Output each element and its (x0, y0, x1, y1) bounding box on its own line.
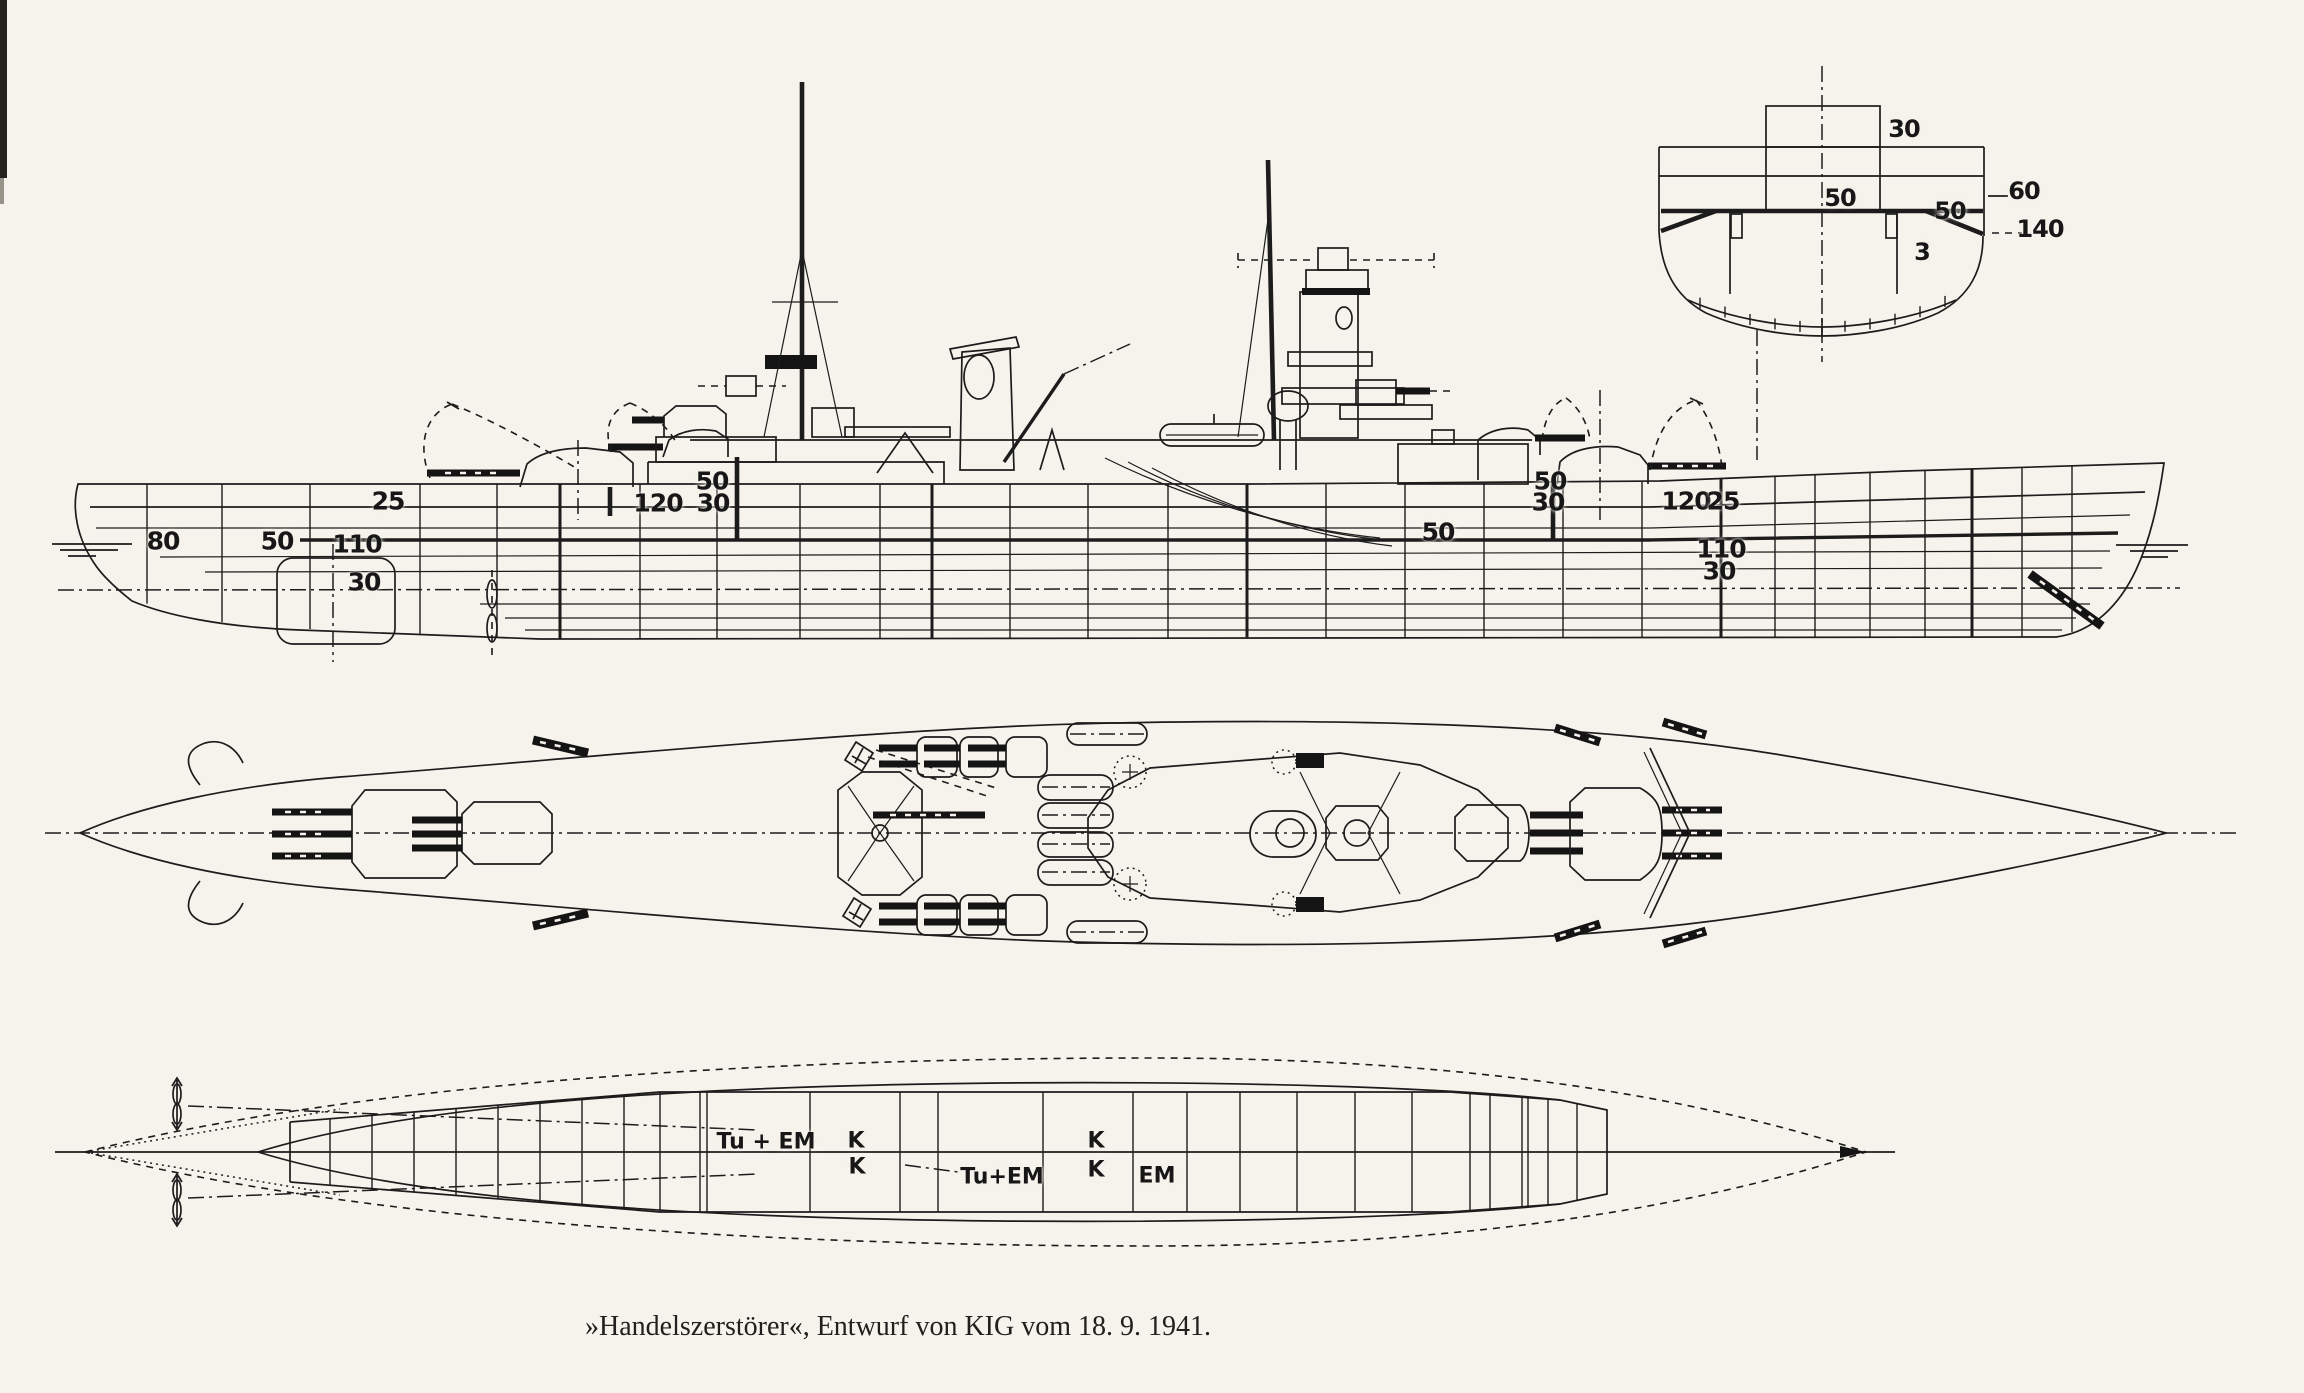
armor-value-label: 80 (146, 526, 181, 556)
armor-value-label: 50 (260, 526, 295, 556)
armor-value-label: 50 (1421, 517, 1456, 547)
platform-slab (844, 426, 951, 438)
figure-caption: »Handelszerstörer«, Entwurf von KIG vom … (585, 1311, 1211, 1342)
compartment-label: EM (1138, 1163, 1176, 1189)
compartment-label: K (847, 1128, 865, 1154)
rudder (276, 557, 396, 645)
section-armor-label: 30 (1888, 115, 1920, 143)
bridge-superstructure-plan (1087, 752, 1509, 913)
section-armor-label: 50 (1824, 184, 1856, 212)
boat-side (1159, 414, 1265, 447)
section-armor-label: 50 (1934, 197, 1966, 225)
prop-guard-bottom (187, 880, 244, 926)
boat-crane (1002, 343, 1131, 471)
armor-value-label: 50 (695, 466, 730, 496)
compartment-label: Tu+EM (960, 1164, 1044, 1190)
side-station-lines (146, 465, 2073, 639)
armor-value-label: 30 (1531, 487, 1566, 517)
armor-value-label: 25 (1706, 486, 1741, 516)
deck-plan-view (45, 717, 2240, 949)
aft-deckhouse-plan (837, 740, 997, 929)
armor-value-label: 120 (1661, 486, 1711, 516)
armor-value-label: 120 (633, 488, 683, 518)
side-elevation-view (52, 82, 2188, 662)
scan-edge-artifact (0, 0, 7, 178)
section-armor-label: 3 (1914, 238, 1931, 266)
armor-value-label: 110 (1696, 534, 1746, 564)
bridge-tower-side (1237, 159, 1529, 485)
foremast (1265, 159, 1277, 441)
compartment-label: Tu + EM (716, 1129, 816, 1155)
armor-deck-bulkhead-grid (329, 1092, 1578, 1212)
scan-edge-artifact-2 (0, 178, 4, 204)
compartment-label: K (1087, 1157, 1105, 1183)
armor-value-label: 30 (696, 488, 731, 518)
boats-plan (1037, 722, 1148, 944)
armor-deck-plan-view (55, 1057, 1895, 1247)
funnel-side (948, 336, 1021, 471)
section-armor-label: 60 (2008, 177, 2040, 205)
compartment-label: K (1087, 1128, 1105, 1154)
armor-value-label: 30 (1702, 556, 1737, 586)
prop-guard-top (187, 740, 244, 786)
secondary-turrets-plan (879, 736, 1048, 936)
aft-turrets-plan (272, 789, 553, 879)
deck-chevron (1649, 747, 1691, 919)
propellers-plan (171, 1076, 759, 1228)
armor-value-label: 50 (1533, 466, 1568, 496)
double-bottom-floors (1699, 295, 1946, 332)
mushroom-vent (1267, 390, 1309, 470)
kingpost (876, 431, 934, 474)
section-superstructure (1765, 105, 1881, 148)
aft-superstructure-side (632, 82, 1532, 484)
aft-turrets-side (423, 401, 740, 540)
armor-value-label: 25 (371, 486, 406, 516)
compartment-label: K (848, 1154, 866, 1180)
armor-value-label: 110 (332, 529, 382, 559)
forward-turrets-plan (1454, 787, 1722, 881)
cross-section-view (1658, 66, 2022, 362)
propeller-side (486, 570, 498, 660)
section-armor-label: 140 (2016, 215, 2064, 243)
armor-value-label: 30 (347, 567, 382, 597)
forward-turrets-side (1477, 330, 1758, 540)
